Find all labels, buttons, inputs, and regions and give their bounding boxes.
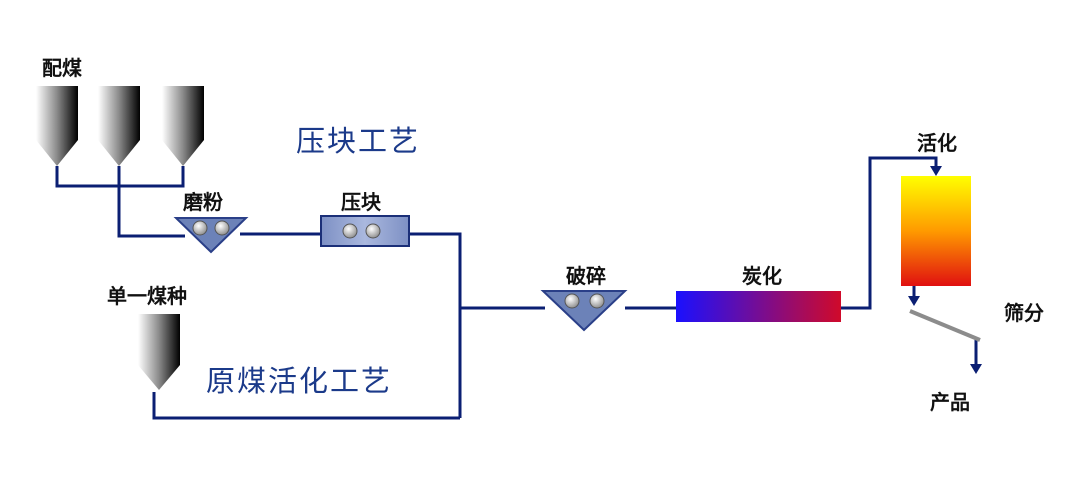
crusher-body <box>540 290 628 332</box>
pipe-single-coal <box>152 392 460 420</box>
pipe-collector-down <box>117 166 185 238</box>
label-activation: 活化 <box>917 131 957 155</box>
activation-furnace <box>901 176 971 286</box>
title-raw-coal-process: 原煤活化工艺 <box>206 364 393 398</box>
label-briquetting: 压块 <box>341 190 381 214</box>
label-grinding: 磨粉 <box>183 190 223 214</box>
blending-hoppers <box>36 86 204 166</box>
label-screening: 筛分 <box>1004 301 1044 325</box>
hopper-1 <box>36 86 78 166</box>
crusher-ball-2 <box>589 293 605 309</box>
arrows <box>908 166 982 374</box>
label-crushing: 破碎 <box>566 264 606 288</box>
mill-ball-1 <box>192 220 208 236</box>
mill-body <box>173 217 249 254</box>
mill-ball-2 <box>214 220 230 236</box>
single-coal-hopper <box>138 314 180 390</box>
label-coal-blending: 配煤 <box>42 56 82 80</box>
hopper-2 <box>98 86 140 166</box>
hopper-3 <box>162 86 204 166</box>
press-ball-1 <box>342 223 358 239</box>
screen-deck <box>909 309 981 342</box>
title-briquette-process: 压块工艺 <box>296 124 421 158</box>
arrow-into-screen-icon <box>908 296 920 306</box>
press-ball-2 <box>365 223 381 239</box>
arrow-into-activator-icon <box>930 166 942 176</box>
grinding-mill <box>173 217 249 254</box>
label-carbonization: 炭化 <box>742 264 782 288</box>
arrow-to-product-icon <box>970 364 982 374</box>
pipe-kiln-activator <box>841 156 938 310</box>
pipe-press-junction <box>409 232 462 418</box>
label-product: 产品 <box>930 390 970 414</box>
briquetting-press <box>320 215 410 247</box>
press-body <box>320 215 410 247</box>
carbonization-kiln <box>676 291 841 322</box>
label-single-coal: 单一煤种 <box>107 284 187 308</box>
crusher <box>540 290 628 332</box>
crusher-ball-1 <box>564 293 580 309</box>
pipes <box>55 156 978 420</box>
